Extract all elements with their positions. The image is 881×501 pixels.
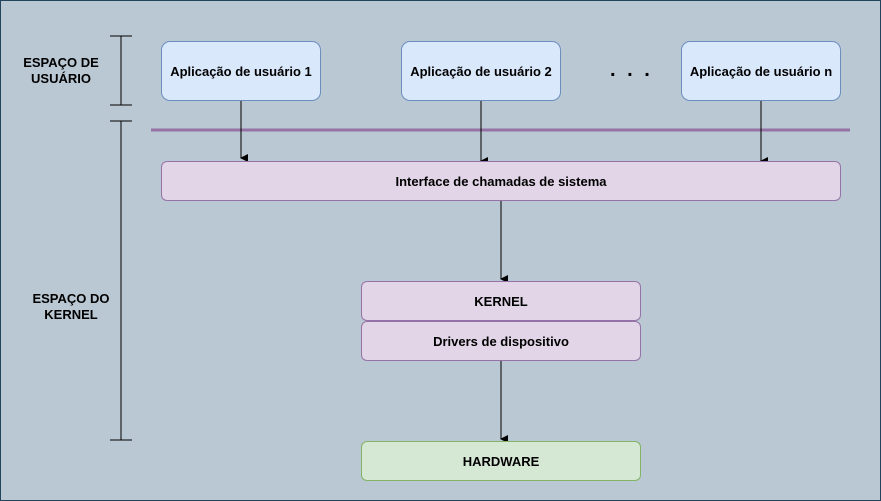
- user-app-1-box: Aplicação de usuário 1: [161, 41, 321, 101]
- device-drivers-box: Drivers de dispositivo: [361, 321, 641, 361]
- kernel-space-bracket: [110, 120, 132, 441]
- hardware-box: HARDWARE: [361, 441, 641, 481]
- user-app-n-box: Aplicação de usuário n: [681, 41, 841, 101]
- user-space-bracket: [110, 35, 132, 106]
- ellipsis: . . .: [610, 59, 653, 81]
- syscall-interface-box: Interface de chamadas de sistema: [161, 161, 841, 201]
- kernel-space-label: ESPAÇO DO KERNEL: [32, 291, 110, 322]
- user-space-label: ESPAÇO DE USUÁRIO: [23, 55, 99, 86]
- kernel-box: KERNEL: [361, 281, 641, 321]
- user-app-2-box: Aplicação de usuário 2: [401, 41, 561, 101]
